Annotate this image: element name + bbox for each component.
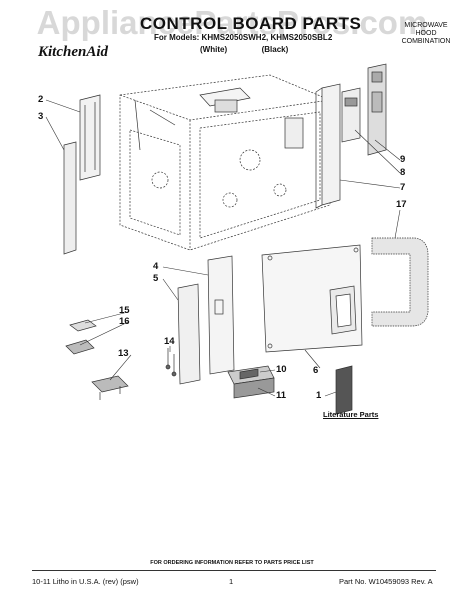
part-15-16-pads	[65, 319, 97, 355]
callout-8: 8	[400, 167, 406, 178]
callout-14: 14	[164, 336, 175, 347]
product-line-3: COMBINATION	[401, 38, 451, 45]
part-6-plate	[261, 244, 363, 353]
product-type: MICROWAVE HOOD COMBINATION	[396, 22, 456, 46]
callout-13: 13	[118, 348, 129, 359]
chassis-frame	[119, 74, 331, 251]
part-1-literature	[335, 365, 353, 415]
part-number: Part No. W10459093 Rev. A	[339, 577, 433, 586]
product-line-1: MICROWAVE	[404, 22, 448, 29]
part-3-strip	[63, 141, 77, 255]
callout-9: 9	[400, 154, 406, 165]
chassis-top-detail	[134, 87, 304, 151]
model-numbers: For Models: KHMS2050SWH2, KHMS2050SBL2	[154, 33, 333, 42]
callout-11: 11	[276, 390, 287, 401]
page-title: CONTROL BOARD PARTS	[140, 14, 362, 33]
callout-3: 3	[38, 111, 44, 122]
ordering-note: FOR ORDERING INFORMATION REFER TO PARTS …	[150, 560, 314, 566]
watermark-text: AppliancePartsPros.com	[36, 4, 428, 41]
part-13-bracket	[91, 375, 129, 400]
callout-15: 15	[119, 305, 130, 316]
color-black-label: (Black)	[261, 45, 289, 54]
callout-17: 17	[396, 199, 407, 210]
part-17-gasket	[371, 237, 429, 327]
callout-1: 1	[316, 390, 322, 401]
color-white-label: (White)	[200, 45, 228, 54]
leader-lines	[45, 99, 401, 397]
literature-parts-label: Literature Parts	[323, 410, 379, 419]
part-7-panel	[315, 83, 341, 209]
part-4-panel	[207, 255, 235, 375]
product-line-2: HOOD	[415, 30, 437, 37]
callout-2: 2	[38, 94, 44, 105]
callout-4: 4	[153, 261, 159, 272]
callout-5: 5	[153, 273, 159, 284]
page-number: 1	[229, 577, 234, 586]
callout-7: 7	[400, 182, 406, 193]
part-5-panel	[177, 283, 201, 385]
callout-10: 10	[276, 364, 287, 375]
part-10-11-module	[227, 365, 275, 399]
footer-divider	[32, 570, 436, 571]
part-14-screws	[165, 348, 177, 377]
callout-16: 16	[119, 316, 130, 327]
callout-6: 6	[313, 365, 319, 376]
part-8-9-control-board	[341, 63, 387, 156]
brand-logo: KitchenAid	[38, 44, 109, 60]
part-2-bracket	[79, 94, 101, 181]
model-colors: (White) (Black)	[200, 45, 288, 54]
print-info: 10-11 Litho in U.S.A. (rev) (psw)	[32, 577, 139, 586]
